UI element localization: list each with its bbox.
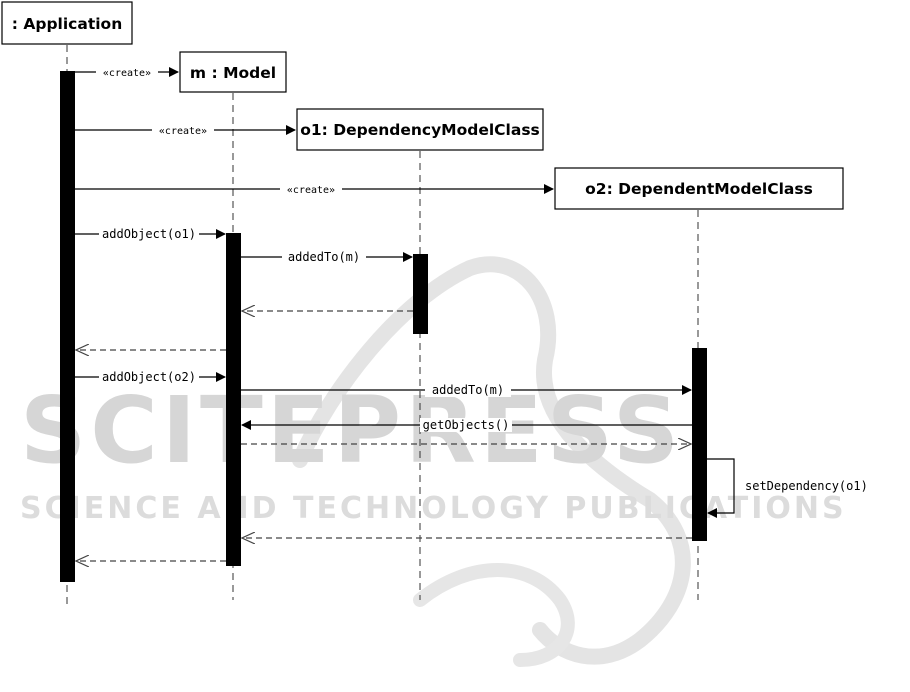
watermark-title: SCITEPRESS <box>20 377 683 484</box>
participant-o2: o2: DependentModelClass <box>555 168 843 209</box>
participant-label: m : Model <box>190 64 276 82</box>
activation-model <box>226 233 241 566</box>
participant-label: : Application <box>12 15 122 33</box>
message-label: «create» <box>287 185 335 196</box>
message-label: getObjects() <box>423 418 510 432</box>
participant-label: o2: DependentModelClass <box>585 180 813 198</box>
message-create-model: «create» <box>75 66 178 79</box>
participant-application: : Application <box>2 2 132 44</box>
activation-o2 <box>692 348 707 541</box>
activation-o1 <box>413 254 428 334</box>
message-label: addObject(o1) <box>102 227 196 241</box>
participant-label: o1: DependencyModelClass <box>300 121 540 139</box>
message-label: addObject(o2) <box>102 370 196 384</box>
message-added-to-o1: addedTo(m) <box>241 250 412 264</box>
participant-o1: o1: DependencyModelClass <box>297 109 543 150</box>
participant-model: m : Model <box>180 52 286 92</box>
message-create-o2: «create» <box>75 183 553 196</box>
watermark: SCITEPRESS SCIENCE AND TECHNOLOGY PUBLIC… <box>20 264 847 660</box>
message-label: addedTo(m) <box>432 383 504 397</box>
message-label: setDependency(o1) <box>745 479 868 493</box>
message-label: «create» <box>159 126 207 137</box>
message-label: addedTo(m) <box>288 250 360 264</box>
message-label: «create» <box>103 68 151 79</box>
message-create-o1: «create» <box>75 124 295 137</box>
message-add-object-o1: addObject(o1) <box>75 227 225 241</box>
watermark-subtitle: SCIENCE AND TECHNOLOGY PUBLICATIONS <box>20 491 847 526</box>
activation-application <box>60 71 75 582</box>
